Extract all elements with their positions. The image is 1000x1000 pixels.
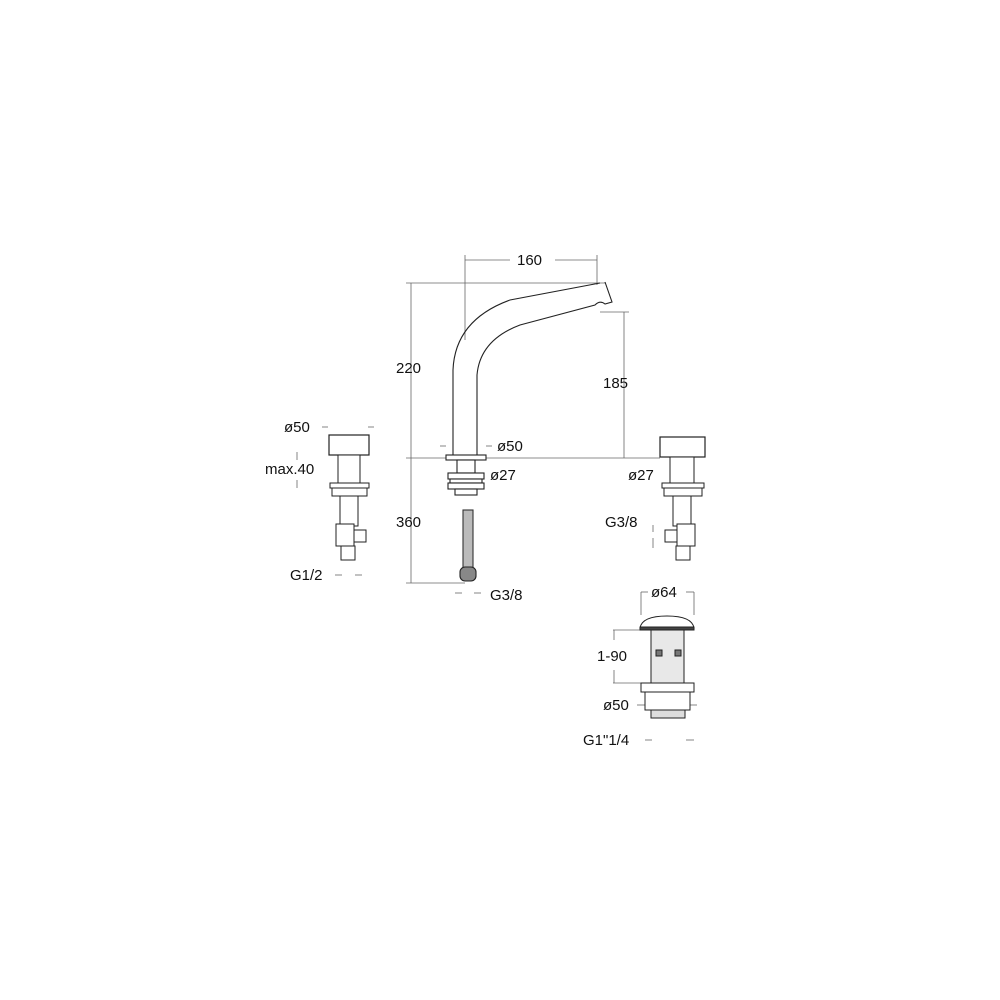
waste-drain xyxy=(639,615,695,719)
left-handle-diameter-label: ø50 xyxy=(284,419,310,436)
spout-reach-label: 160 xyxy=(517,252,543,269)
right-shank-diameter-label: ø27 xyxy=(628,467,654,484)
hose-length-label: 360 xyxy=(396,514,422,531)
waste-range-label: 1-90 xyxy=(597,648,628,665)
spout-base-diameter-label: ø50 xyxy=(497,438,523,455)
right-valve xyxy=(659,436,706,561)
waste-cap-diameter-label: ø64 xyxy=(651,584,677,601)
left-valve xyxy=(328,434,370,561)
waste-thread-label: G1"1/4 xyxy=(583,732,630,749)
spout xyxy=(445,281,613,582)
spout-height-label: 220 xyxy=(396,360,422,377)
hose-thread-label: G3/8 xyxy=(490,587,523,604)
right-valve-thread-label: G3/8 xyxy=(605,514,638,531)
spout-shank-diameter-label: ø27 xyxy=(490,467,516,484)
waste-body-diameter-label: ø50 xyxy=(603,697,629,714)
outlet-height-label: 185 xyxy=(603,375,629,392)
deck-thickness-label: max.40 xyxy=(265,461,315,478)
left-valve-thread-label: G1/2 xyxy=(290,567,323,584)
